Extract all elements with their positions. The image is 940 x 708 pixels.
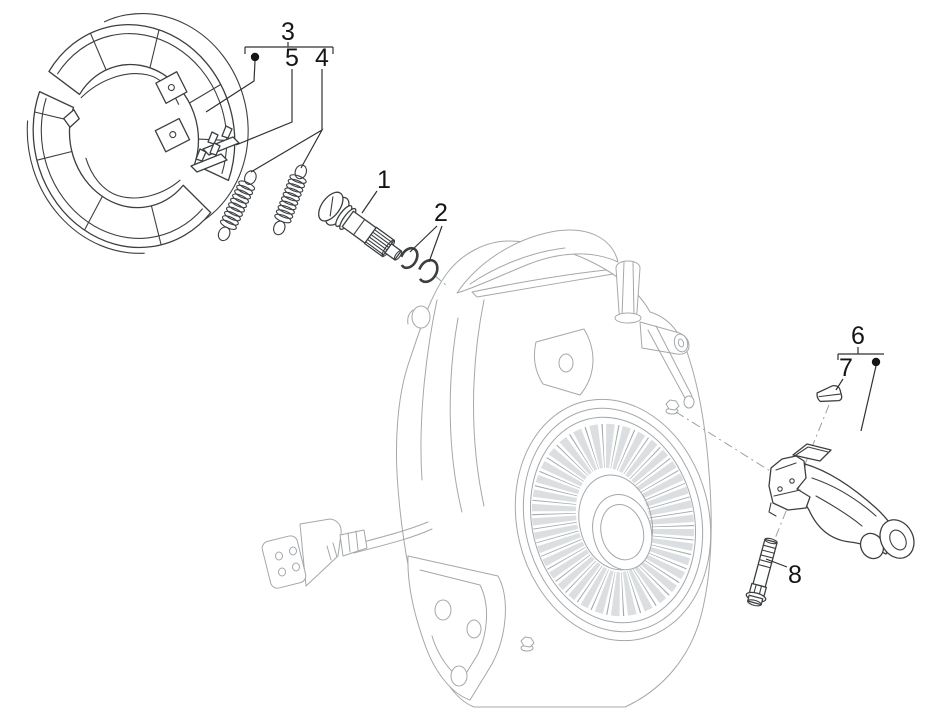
cam-bore-boss xyxy=(411,305,431,329)
rubber-pad xyxy=(816,385,843,403)
cowl-blade xyxy=(471,269,614,298)
callout-label-4[interactable]: 4 xyxy=(315,44,329,72)
callout-label-2[interactable]: 2 xyxy=(434,199,448,227)
brake-camshaft xyxy=(318,191,403,261)
callout-6[interactable]: 6 xyxy=(837,322,884,432)
spring-clip-lower xyxy=(190,142,228,173)
connector-plug xyxy=(261,518,368,589)
axis-lines xyxy=(433,274,830,542)
callout-5[interactable]: 5 xyxy=(235,44,299,146)
callout-4[interactable]: 4 xyxy=(250,44,329,173)
brake-shoe-lower xyxy=(32,90,212,249)
callout-8[interactable]: 8 xyxy=(765,558,802,589)
bottom-mount-bracket xyxy=(407,555,506,701)
callout-7[interactable]: 7 xyxy=(835,354,853,391)
callout-1[interactable]: 1 xyxy=(361,166,391,214)
mount-lug xyxy=(534,328,594,396)
callout-label-3[interactable]: 3 xyxy=(281,18,295,46)
spring-clips xyxy=(190,125,240,173)
rim-bolt-bottom xyxy=(520,636,535,652)
callout-3[interactable]: 3 xyxy=(205,18,334,113)
top-stud xyxy=(614,260,642,324)
fan-flywheel xyxy=(514,398,712,642)
engine-assembly xyxy=(261,229,712,708)
callout-label-6[interactable]: 6 xyxy=(851,322,865,350)
support-bracket xyxy=(768,443,915,560)
rim-bolt-top xyxy=(665,399,680,415)
brake-shoe-assembly xyxy=(26,12,249,254)
brake-shoe-upper xyxy=(48,24,236,182)
top-cowl xyxy=(456,229,619,294)
callout-label-5[interactable]: 5 xyxy=(285,44,299,72)
snap-ring-1 xyxy=(399,246,419,270)
callout-label-1[interactable]: 1 xyxy=(377,166,391,194)
snap-rings xyxy=(399,246,439,284)
callout-label-7[interactable]: 7 xyxy=(839,354,853,382)
right-boss xyxy=(639,321,690,355)
hex-flange-bolt xyxy=(745,537,778,607)
callout-label-8[interactable]: 8 xyxy=(788,561,802,589)
callout-2[interactable]: 2 xyxy=(409,199,448,263)
snap-ring-2 xyxy=(417,258,439,284)
brake-spring-right xyxy=(273,164,308,236)
